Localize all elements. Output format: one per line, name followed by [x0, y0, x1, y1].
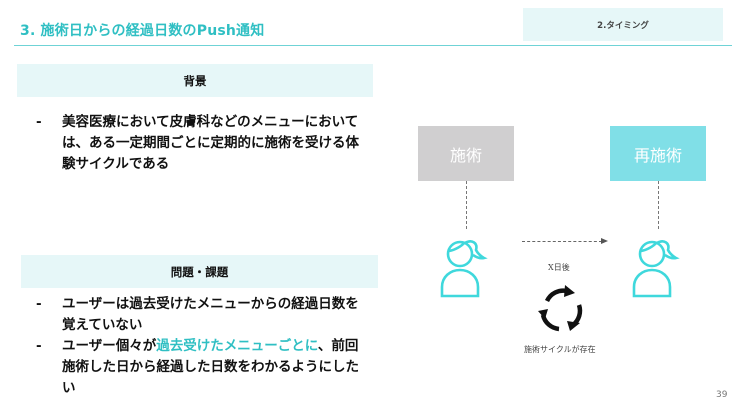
- bullet-text-before: ユーザー個々が: [62, 338, 157, 354]
- connector-line-left: [466, 181, 467, 229]
- interval-label: X日後: [548, 263, 570, 272]
- title-divider: [14, 45, 732, 46]
- page-number: 39: [716, 390, 728, 400]
- background-heading: 背景: [17, 64, 373, 97]
- cycle-label: 施術サイクルが存在: [524, 345, 596, 354]
- bullet-highlight: 過去受けたメニューごとに: [156, 338, 318, 354]
- cycle-arrows-icon: [538, 285, 583, 332]
- arrow-right-icon: [601, 238, 608, 244]
- background-list: - 美容医療において皮膚科などのメニューにおいては、ある一定期間ごとに定期的に施…: [36, 112, 366, 175]
- person-icon: [440, 240, 488, 298]
- problems-list: - ユーザーは過去受けたメニューからの経過日数を覚えていない - ユーザー個々が…: [36, 294, 371, 399]
- slide-title: 3. 施術日からの経過日数のPush通知: [20, 23, 265, 39]
- bullet-dash: -: [36, 296, 42, 312]
- bullet-text-after: 、前回施術した日から経過した日数をわかるようにしたい: [62, 338, 359, 396]
- list-item: - ユーザーは過去受けたメニューからの経過日数を覚えていない: [36, 294, 371, 336]
- problems-heading: 問題・課題: [21, 255, 378, 288]
- interval-arrow-line: [522, 241, 602, 242]
- retreatment-box: 再施術: [610, 126, 706, 181]
- person-icon: [632, 240, 680, 298]
- bullet-text: 美容医療において皮膚科などのメニューにおいては、ある一定期間ごとに定期的に施術を…: [62, 114, 359, 172]
- connector-line-right: [658, 181, 659, 229]
- list-item: - ユーザー個々が過去受けたメニューごとに、前回施術した日から経過した日数をわか…: [36, 336, 371, 399]
- bullet-dash: -: [36, 338, 42, 354]
- treatment-box: 施術: [418, 126, 514, 181]
- bullet-text: ユーザーは過去受けたメニューからの経過日数を覚えていない: [62, 296, 359, 333]
- bullet-dash: -: [36, 114, 42, 130]
- section-tag: 2.タイミング: [523, 8, 723, 41]
- list-item: - 美容医療において皮膚科などのメニューにおいては、ある一定期間ごとに定期的に施…: [36, 112, 366, 175]
